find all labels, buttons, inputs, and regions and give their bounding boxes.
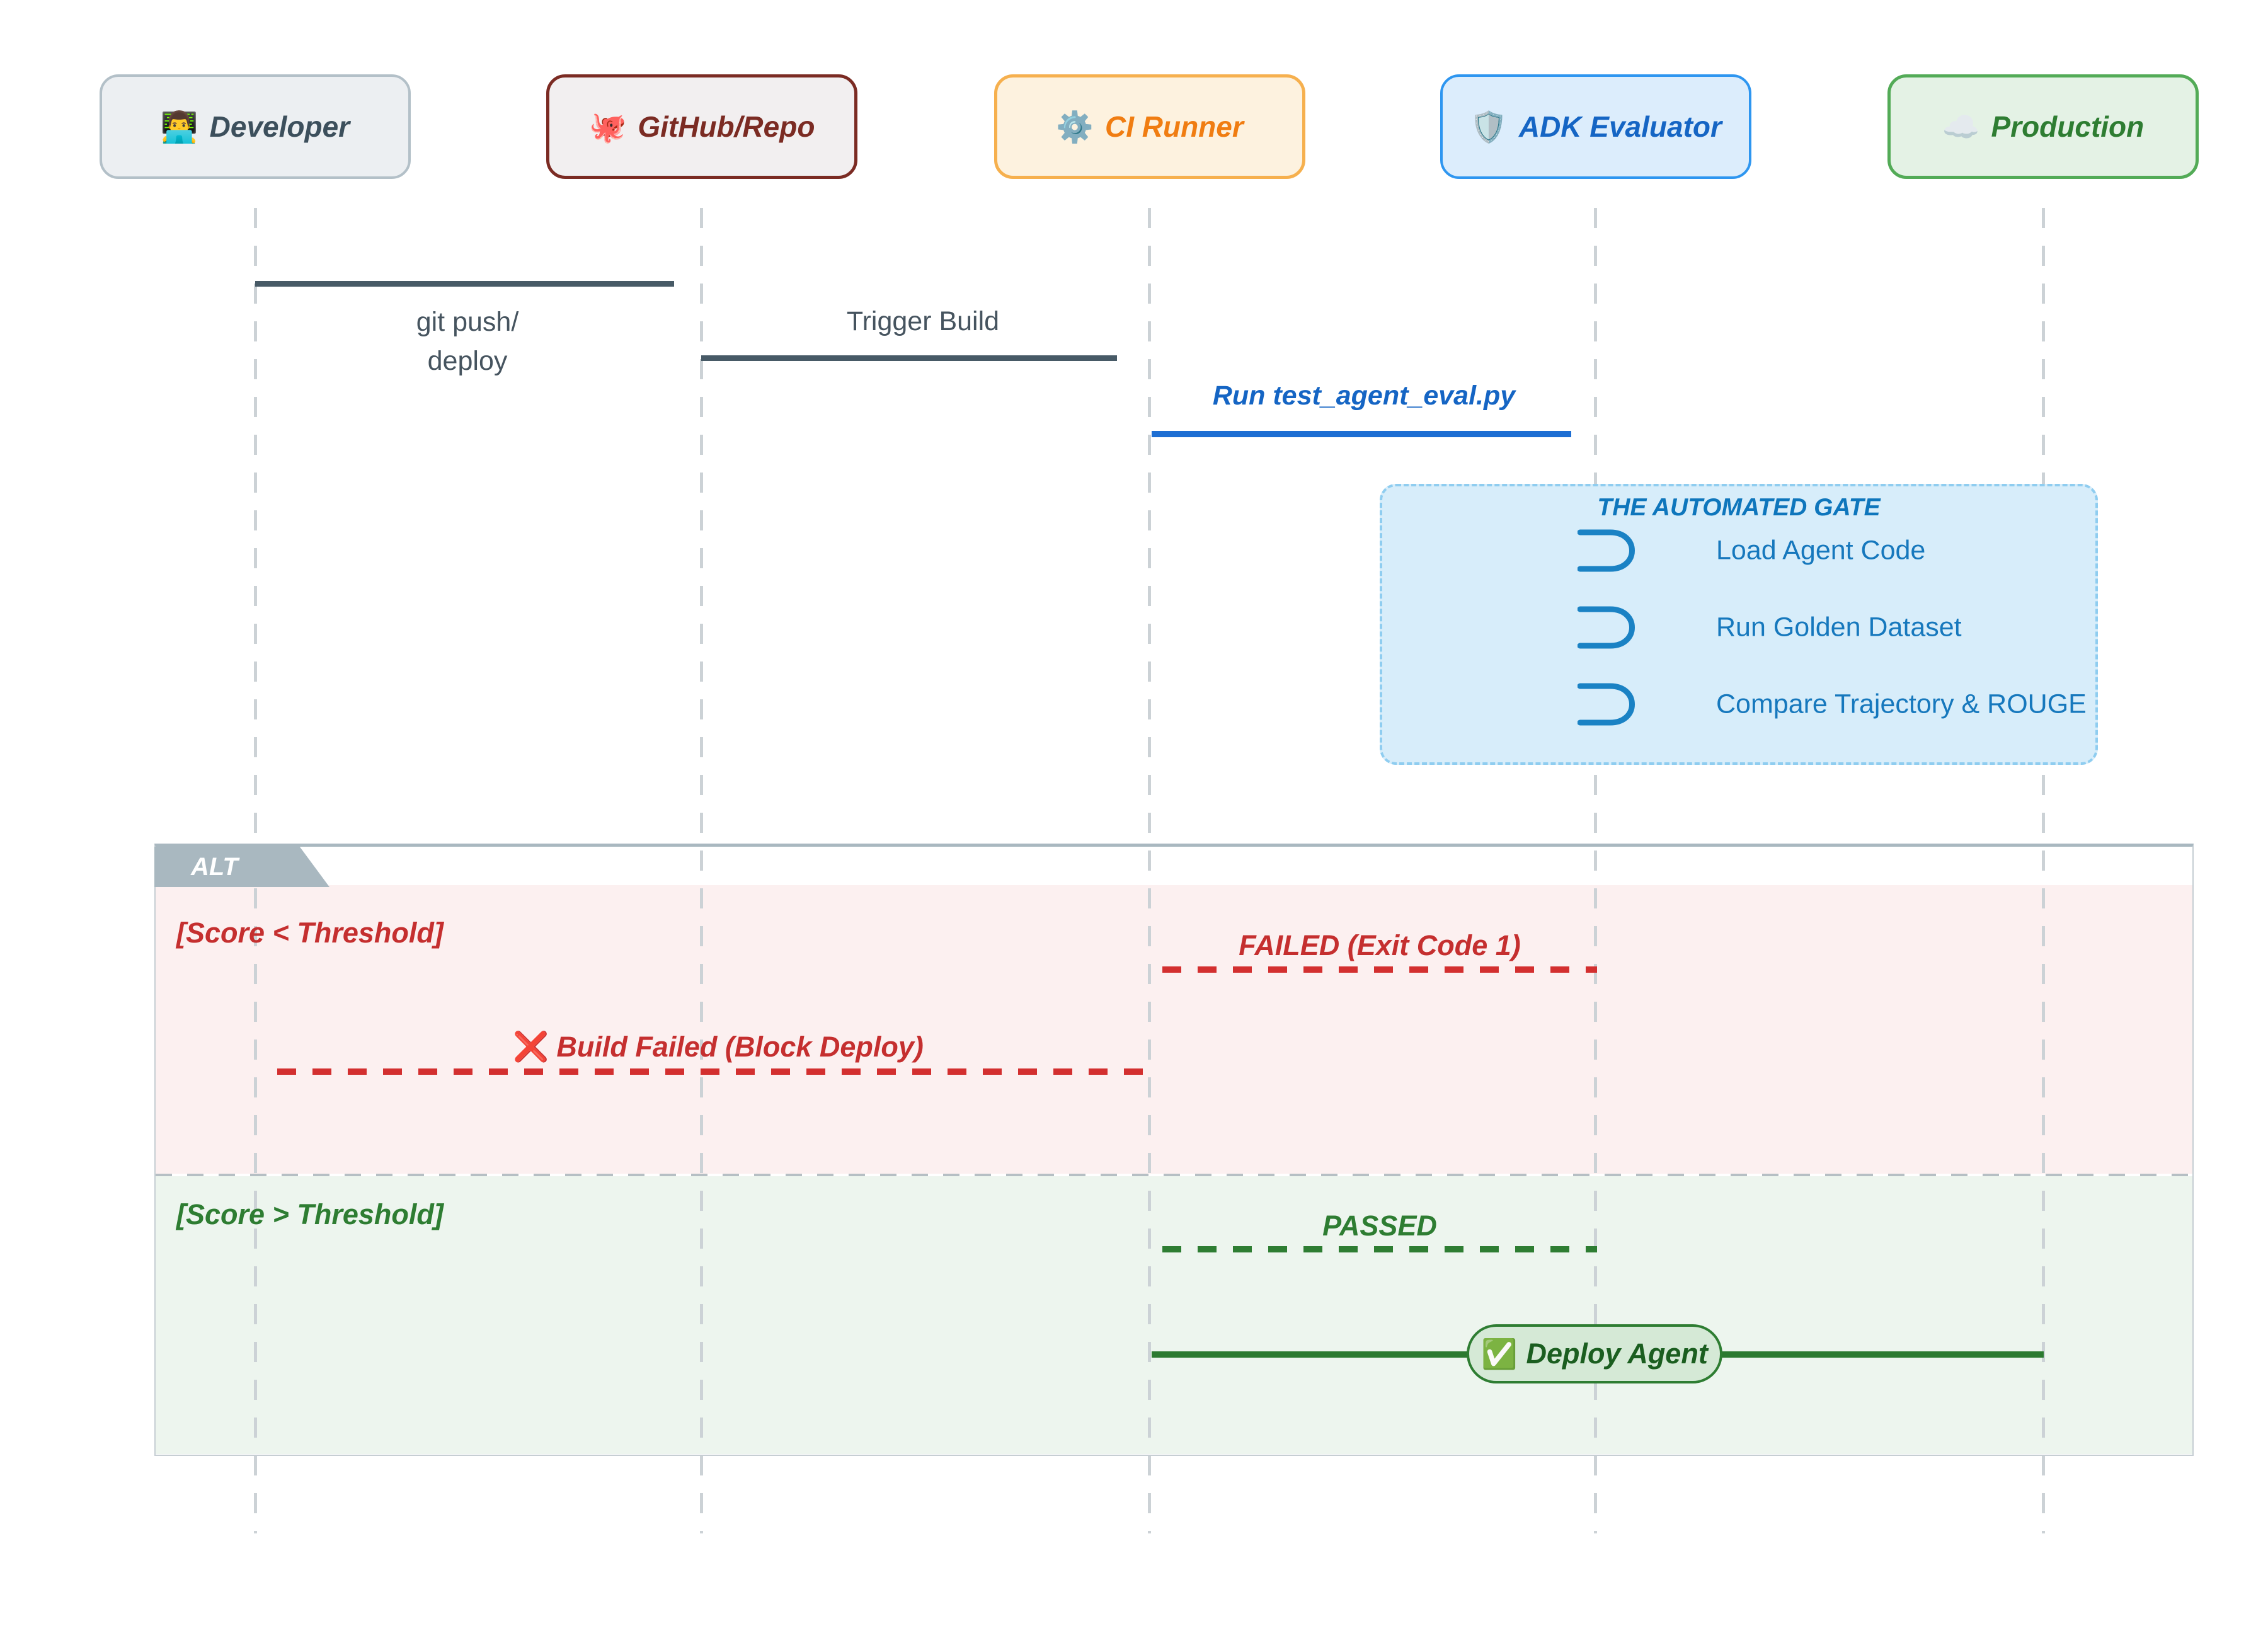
alt-pass-branch-background — [156, 1176, 2192, 1454]
lifeline-production — [2042, 208, 2045, 1533]
gate-step-load-agent-code: Load Agent Code — [1382, 525, 2095, 576]
alt-fragment-label: ALT — [154, 847, 329, 887]
actor-github-label: GitHub/Repo — [638, 110, 815, 143]
actor-developer-label: Developer — [209, 110, 350, 143]
self-loop-icon — [1577, 604, 1647, 654]
alt-pass-condition: [Score > Threshold] — [176, 1198, 444, 1230]
message-label-trigger-build: Trigger Build — [846, 306, 1000, 336]
actor-ci-label: CI Runner — [1104, 110, 1244, 143]
message-label-failed: FAILED (Exit Code 1) — [1239, 929, 1521, 961]
self-loop-icon — [1577, 527, 1647, 577]
gate-step-compare-trajectory: Compare Trajectory & ROUGE — [1382, 679, 2095, 730]
git-push-line2: deploy — [427, 346, 508, 376]
alt-fail-branch-background — [156, 885, 2192, 1174]
message-line-run-eval — [1152, 431, 1571, 437]
developer-emoji-icon: 👨‍💻 — [160, 110, 198, 144]
message-line-failed — [1162, 966, 1597, 973]
actor-production-label: Production — [1991, 110, 2145, 143]
gear-emoji-icon: ⚙️ — [1056, 110, 1094, 144]
message-line-trigger-build — [701, 355, 1117, 361]
actor-production: ☁️ Production — [1887, 74, 2199, 179]
message-line-git-push — [255, 281, 674, 287]
actor-adk-label: ADK Evaluator — [1518, 110, 1722, 143]
message-label-run-eval: Run test_agent_eval.py — [1212, 381, 1516, 411]
self-loop-icon — [1577, 681, 1647, 731]
automated-gate-note: THE AUTOMATED GATE Load Agent Code Run G… — [1380, 484, 2098, 765]
gate-step-label: Run Golden Dataset — [1716, 612, 1962, 643]
message-line-passed — [1162, 1246, 1597, 1252]
alt-fragment-frame — [154, 844, 2194, 1456]
gate-step-label: Load Agent Code — [1716, 535, 1926, 566]
actor-ci-runner: ⚙️ CI Runner — [994, 74, 1305, 179]
gate-step-label: Compare Trajectory & ROUGE — [1716, 689, 2087, 719]
octopus-emoji-icon: 🐙 — [588, 110, 627, 144]
lifeline-ci-runner — [1148, 208, 1151, 1533]
message-label-git-push: git push/ deploy — [278, 302, 656, 381]
git-push-line1: git push/ — [416, 307, 519, 337]
check-mark-icon: ✅ — [1481, 1337, 1518, 1370]
build-failed-text: Build Failed (Block Deploy) — [556, 1030, 924, 1063]
actor-adk-evaluator: 🛡️ ADK Evaluator — [1440, 74, 1751, 179]
alt-fail-condition: [Score < Threshold] — [176, 917, 444, 949]
message-label-passed: PASSED — [1322, 1210, 1437, 1242]
actor-developer: 👨‍💻 Developer — [100, 74, 411, 179]
shield-emoji-icon: 🛡️ — [1470, 110, 1508, 144]
deploy-agent-text: Deploy Agent — [1526, 1337, 1708, 1370]
alt-branch-divider — [156, 1174, 2192, 1176]
lifeline-adk-evaluator — [1594, 208, 1597, 1533]
message-label-build-failed: ❌ Build Failed (Block Deploy) — [372, 1029, 1065, 1064]
message-line-build-failed — [277, 1068, 1153, 1075]
cross-mark-icon: ❌ — [513, 1030, 549, 1063]
gate-step-run-golden-dataset: Run Golden Dataset — [1382, 602, 2095, 653]
lifeline-github — [700, 208, 703, 1533]
cloud-emoji-icon: ☁️ — [1942, 110, 1980, 144]
deploy-agent-badge: ✅ Deploy Agent — [1467, 1324, 1722, 1383]
actor-github-repo: 🐙 GitHub/Repo — [546, 74, 857, 179]
automated-gate-title: THE AUTOMATED GATE — [1597, 494, 1881, 521]
